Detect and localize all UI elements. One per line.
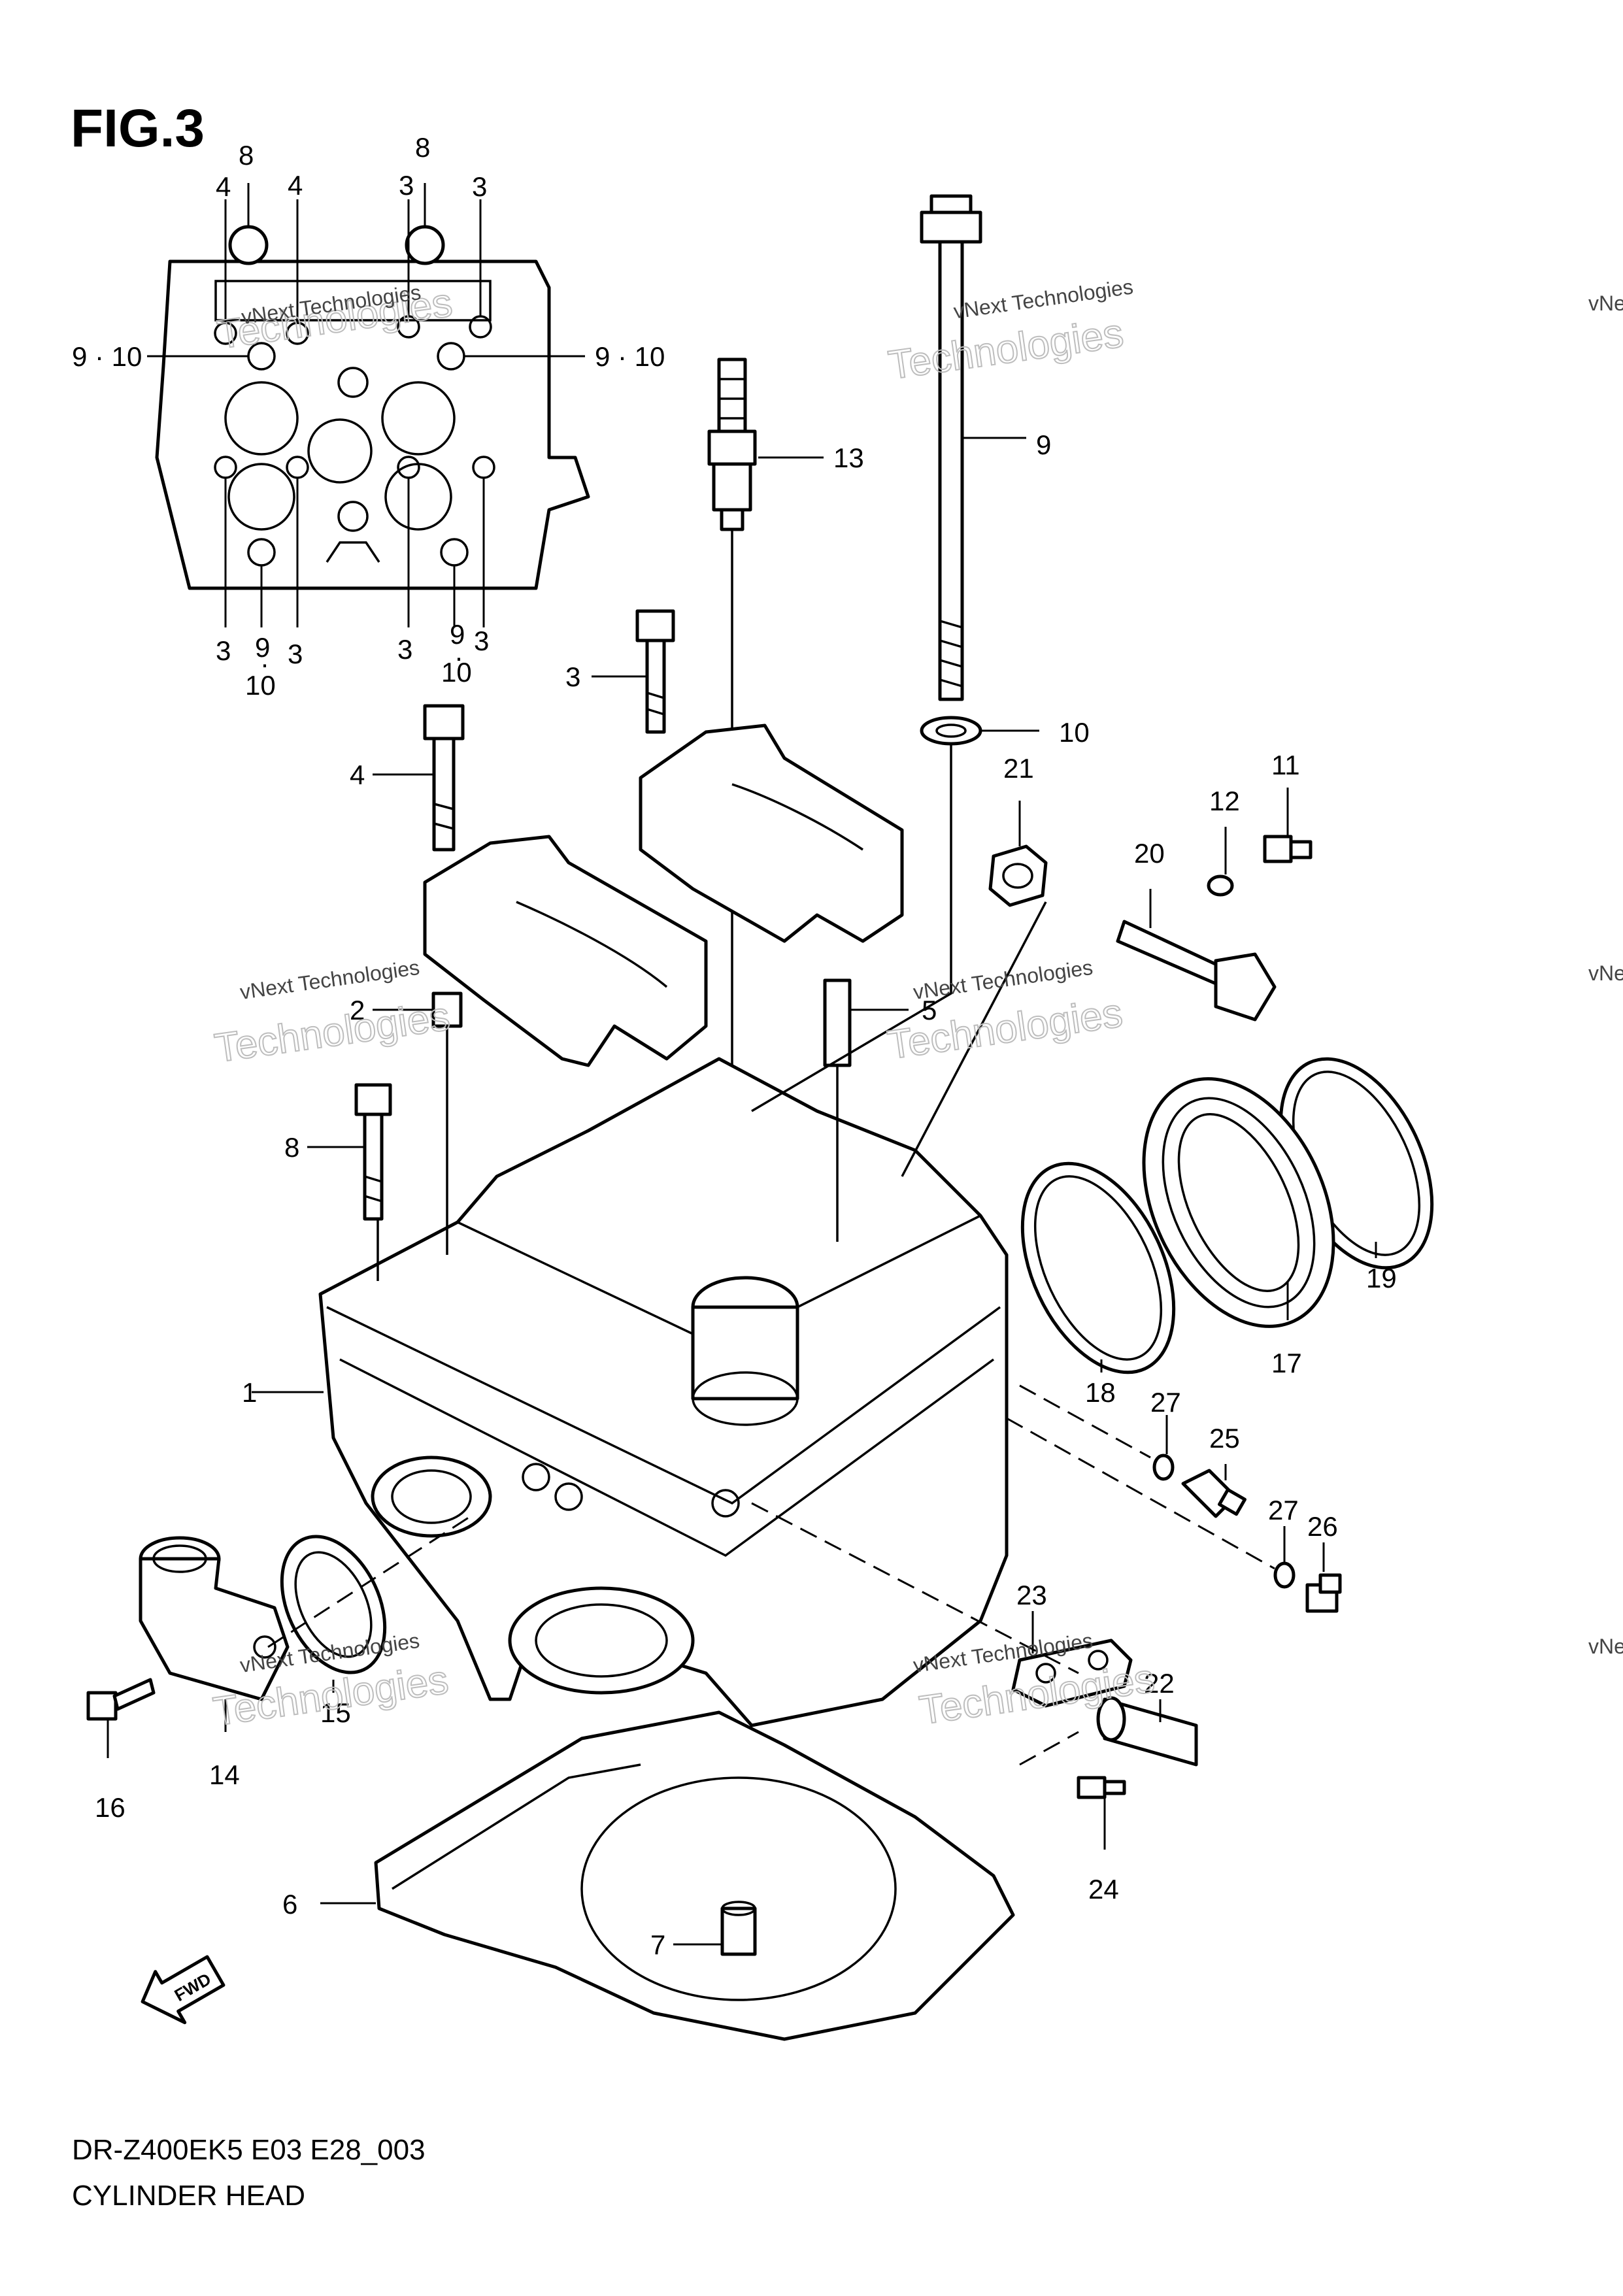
callout-9: 9: [450, 619, 465, 650]
cylinder-head-gasket-6: [374, 1710, 1015, 2041]
watermark-brand: Technologies: [886, 310, 1126, 388]
bolt-3: [635, 609, 675, 734]
callout-1: 1: [242, 1377, 257, 1408]
spark-plug-13: [707, 358, 757, 531]
plate-23: [1011, 1639, 1133, 1708]
intake-pipe-17: [1142, 1077, 1335, 1328]
callout-9: 9: [255, 632, 270, 663]
gasket-27-lower: [1273, 1561, 1296, 1589]
watermark-text: vNext Technologies: [239, 956, 421, 1004]
watermark-text-edge: vNext: [1588, 961, 1623, 985]
callout-9: 9: [1036, 429, 1051, 460]
water-outlet-14: [139, 1536, 290, 1701]
watermark-text-edge: vNext: [1588, 291, 1623, 315]
callout-labels: 8 8 4 4 3 3 9 · 10 9 · 10 3 9 3 3 9 3 · …: [72, 132, 1397, 1960]
washer-10: [920, 716, 982, 746]
callout-13: 13: [833, 442, 864, 473]
screw-11: [1263, 835, 1313, 863]
callout-12: 12: [1209, 786, 1240, 816]
callout-3: 3: [474, 625, 489, 656]
callout-8: 8: [415, 132, 430, 163]
callout-3: 3: [216, 635, 231, 666]
part-name: CYLINDER HEAD: [72, 2180, 305, 2212]
callout-21: 21: [1003, 753, 1034, 784]
clamp-18: [1020, 1161, 1176, 1374]
callout-7: 7: [650, 1929, 665, 1960]
callout-6: 6: [282, 1889, 297, 1920]
gasket-27-upper: [1152, 1454, 1175, 1481]
callout-9-10: 9 · 10: [595, 341, 665, 372]
callout-8: 8: [284, 1132, 299, 1163]
bolt-16: [86, 1678, 156, 1721]
callout-24: 24: [1088, 1874, 1119, 1905]
callout-10: 10: [245, 670, 276, 701]
callout-dot: ·: [454, 642, 463, 673]
oil-jet-5: [823, 978, 852, 1067]
callout-19: 19: [1366, 1263, 1397, 1293]
callout-3: 3: [397, 634, 412, 665]
figure-title: FIG.3: [71, 99, 205, 158]
callout-3: 3: [472, 171, 487, 202]
bolt-25: [1181, 1469, 1247, 1518]
callout-17: 17: [1271, 1348, 1302, 1378]
callout-18: 18: [1085, 1377, 1116, 1408]
callout-5: 5: [922, 995, 937, 1025]
watermark-brand: Technologies: [212, 993, 452, 1071]
watermark-text-edge: vNext: [1588, 1635, 1623, 1658]
fwd-arrow-icon: FWD: [141, 1955, 226, 2025]
camshaft-cap-front: [423, 835, 708, 1067]
cylinder-head-1: [318, 1057, 1009, 1727]
callout-26: 26: [1307, 1511, 1338, 1542]
callout-16: 16: [95, 1792, 125, 1823]
bolt-8: [354, 1083, 392, 1221]
bolt-4: [423, 704, 465, 852]
watermark-text: vNext Technologies: [912, 956, 1094, 1004]
callout-4: 4: [350, 759, 365, 790]
callout-27: 27: [1268, 1495, 1299, 1525]
bolt-20: [1116, 920, 1277, 1022]
callout-15: 15: [320, 1697, 351, 1728]
callout-2: 2: [350, 995, 365, 1025]
inset-leaders: [147, 183, 585, 627]
inset-top-view: [155, 225, 590, 590]
model-code: DR-Z400EK5 E03 E28_003: [72, 2134, 426, 2166]
plug-22: [1096, 1696, 1198, 1767]
callout-3: 3: [288, 639, 303, 669]
screw-26: [1305, 1573, 1342, 1613]
screw-24: [1077, 1776, 1126, 1799]
callout-14: 14: [209, 1759, 240, 1790]
dowel-pin-7: [720, 1906, 757, 1956]
callout-22: 22: [1144, 1668, 1175, 1699]
callout-20: 20: [1134, 838, 1165, 869]
callout-9-10: 9 · 10: [72, 341, 142, 372]
callout-4: 4: [216, 171, 231, 202]
callout-11: 11: [1271, 750, 1300, 780]
callout-8: 8: [239, 140, 254, 171]
callout-4: 4: [288, 170, 303, 201]
camshaft-cap-rear: [639, 724, 904, 943]
callout-23: 23: [1016, 1580, 1047, 1610]
gasket-15: [280, 1535, 387, 1674]
callout-27: 27: [1150, 1387, 1181, 1418]
callout-3: 3: [399, 170, 414, 201]
callout-dot: ·: [260, 648, 269, 679]
washer-12: [1207, 874, 1234, 897]
stud-bolt-9: [920, 194, 982, 701]
callout-3: 3: [565, 661, 580, 692]
hex-nut-21: [988, 844, 1048, 907]
callout-25: 25: [1209, 1423, 1240, 1454]
callout-10: 10: [441, 657, 472, 688]
callout-10: 10: [1059, 717, 1090, 748]
